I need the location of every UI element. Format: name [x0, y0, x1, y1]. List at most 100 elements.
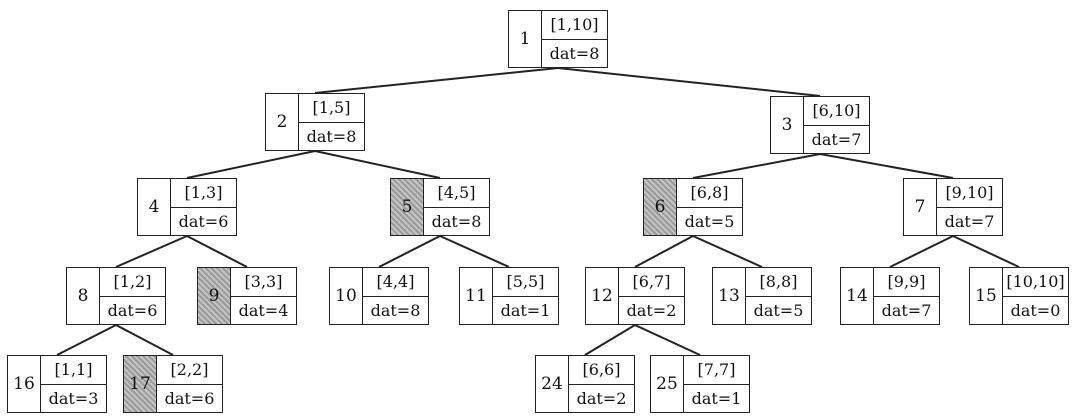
node-range: [1,1]	[41, 356, 106, 385]
node-dat: dat=6	[178, 211, 229, 231]
node-index: 11	[460, 268, 493, 324]
node-info: [7,7] dat=1	[684, 356, 749, 412]
tree-node-14: 14 [9,9] dat=7	[840, 267, 940, 325]
edge-4-8	[115, 235, 188, 268]
tree-node-17: 17 [2,2] dat=6	[123, 355, 223, 413]
node-index: 8	[67, 268, 100, 324]
node-index: 12	[586, 268, 619, 324]
tree-node-13: 13 [8,8] dat=5	[712, 267, 812, 325]
node-info: [3,3] dat=4	[231, 268, 296, 324]
node-index: 9	[198, 268, 231, 324]
node-dat: dat=8	[370, 300, 421, 320]
node-range: [1,2]	[100, 268, 165, 297]
node-dat: dat=2	[576, 388, 627, 408]
node-info: [6,6] dat=2	[569, 356, 634, 412]
node-dat: dat=2	[626, 300, 677, 320]
node-dat: dat=7	[944, 211, 995, 231]
edge-6-13	[692, 235, 763, 268]
node-range: [3,3]	[231, 268, 296, 297]
node-index: 4	[138, 179, 171, 235]
node-info: [6,10] dat=7	[804, 97, 869, 153]
tree-node-4: 4 [1,3] dat=6	[137, 178, 237, 236]
tree-node-7: 7 [9,10] dat=7	[903, 178, 1003, 236]
node-range: [1,10]	[542, 11, 607, 40]
node-index: 6	[644, 179, 677, 235]
node-info: [9,9] dat=7	[874, 268, 939, 324]
node-info: [4,5] dat=8	[424, 179, 489, 235]
node-index: 7	[904, 179, 937, 235]
tree-node-8: 8 [1,2] dat=6	[66, 267, 166, 325]
edge-3-7	[819, 153, 954, 179]
node-range: [6,7]	[619, 268, 684, 297]
node-range: [6,8]	[677, 179, 742, 208]
node-dat: dat=1	[500, 300, 551, 320]
node-index: 16	[8, 356, 41, 412]
tree-node-25: 25 [7,7] dat=1	[650, 355, 750, 413]
edge-6-12	[634, 235, 694, 268]
tree-node-11: 11 [5,5] dat=1	[459, 267, 559, 325]
node-dat: dat=7	[881, 300, 932, 320]
edge-2-5	[314, 150, 441, 179]
node-range: [1,5]	[299, 94, 364, 123]
node-index: 5	[391, 179, 424, 235]
edge-8-17	[115, 324, 174, 356]
node-range: [4,5]	[424, 179, 489, 208]
node-info: [10,10] dat=0	[1003, 268, 1068, 324]
edge-12-25	[634, 324, 701, 356]
tree-node-3: 3 [6,10] dat=7	[770, 96, 870, 154]
node-info: [5,5] dat=1	[493, 268, 558, 324]
node-range: [9,10]	[937, 179, 1002, 208]
node-info: [2,2] dat=6	[157, 356, 222, 412]
edge-2-4	[186, 150, 316, 179]
tree-node-1: 1 [1,10] dat=8	[508, 10, 608, 68]
node-dat: dat=8	[549, 43, 600, 63]
edge-1-2	[314, 67, 559, 94]
node-index: 1	[509, 11, 542, 67]
node-index: 2	[266, 94, 299, 150]
node-info: [8,8] dat=5	[746, 268, 811, 324]
node-info: [1,2] dat=6	[100, 268, 165, 324]
node-range: [6,6]	[569, 356, 634, 385]
tree-node-12: 12 [6,7] dat=2	[585, 267, 685, 325]
node-dat: dat=8	[306, 126, 357, 146]
node-range: [4,4]	[363, 268, 428, 297]
node-info: [6,8] dat=5	[677, 179, 742, 235]
node-dat: dat=7	[811, 129, 862, 149]
node-index: 15	[970, 268, 1003, 324]
node-dat: dat=6	[164, 388, 215, 408]
tree-node-15: 15 [10,10] dat=0	[969, 267, 1069, 325]
node-dat: dat=5	[753, 300, 804, 320]
node-range: [1,3]	[171, 179, 236, 208]
edge-12-24	[584, 324, 636, 356]
node-range: [2,2]	[157, 356, 222, 385]
node-info: [1,5] dat=8	[299, 94, 364, 150]
edge-7-15	[952, 235, 1020, 268]
node-range: [7,7]	[684, 356, 749, 385]
node-index: 13	[713, 268, 746, 324]
node-index: 24	[536, 356, 569, 412]
edge-8-16	[56, 324, 117, 356]
node-range: [5,5]	[493, 268, 558, 297]
node-info: [9,10] dat=7	[937, 179, 1002, 235]
node-info: [1,3] dat=6	[171, 179, 236, 235]
edge-3-6	[692, 153, 821, 179]
node-dat: dat=5	[684, 211, 735, 231]
edge-1-3	[557, 67, 821, 97]
node-index: 25	[651, 356, 684, 412]
node-info: [1,1] dat=3	[41, 356, 106, 412]
node-dat: dat=6	[107, 300, 158, 320]
tree-node-16: 16 [1,1] dat=3	[7, 355, 107, 413]
edge-4-9	[186, 235, 248, 268]
node-range: [9,9]	[874, 268, 939, 297]
tree-node-5: 5 [4,5] dat=8	[390, 178, 490, 236]
node-index: 10	[330, 268, 363, 324]
node-dat: dat=1	[691, 388, 742, 408]
node-info: [1,10] dat=8	[542, 11, 607, 67]
tree-node-2: 2 [1,5] dat=8	[265, 93, 365, 151]
node-info: [4,4] dat=8	[363, 268, 428, 324]
node-index: 14	[841, 268, 874, 324]
node-range: [6,10]	[804, 97, 869, 126]
node-dat: dat=8	[431, 211, 482, 231]
